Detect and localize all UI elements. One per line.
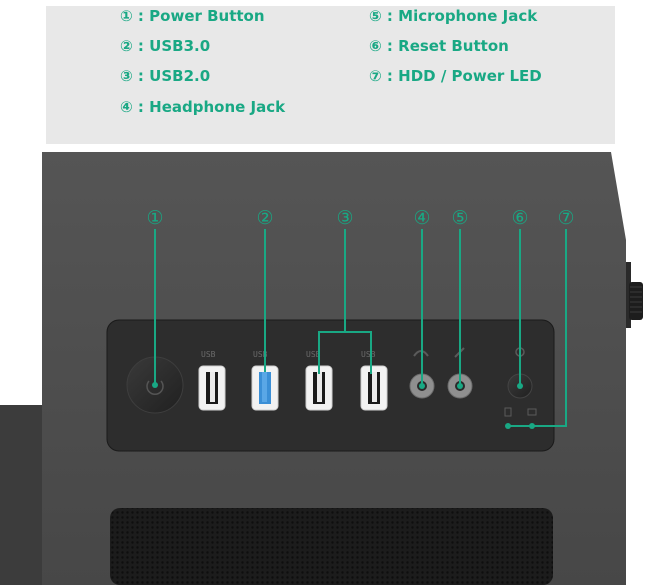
legend-label: USB3.0 bbox=[149, 37, 211, 55]
usb3-port[interactable] bbox=[251, 365, 279, 411]
usb2-port[interactable] bbox=[305, 365, 333, 411]
legend-number: ③ bbox=[120, 67, 133, 85]
legend-label: Reset Button bbox=[398, 37, 509, 55]
mesh-grille bbox=[110, 508, 553, 585]
case-side-shadow bbox=[0, 405, 42, 585]
callout-number: ④ bbox=[413, 207, 430, 229]
legend-label: USB2.0 bbox=[149, 67, 211, 85]
legend-number: ⑥ bbox=[369, 37, 382, 55]
legend-label: HDD / Power LED bbox=[398, 67, 542, 85]
legend-item-hdd-power-led: ⑦ : HDD / Power LED bbox=[369, 67, 542, 85]
legend-label: Power Button bbox=[149, 7, 265, 25]
legend-number: ⑤ bbox=[369, 7, 382, 25]
legend-number: ① bbox=[120, 7, 133, 25]
legend-item-headphone-jack: ④ : Headphone Jack bbox=[120, 98, 286, 116]
power-led-icon bbox=[527, 408, 537, 416]
legend-item-reset-button: ⑥ : Reset Button bbox=[369, 37, 509, 55]
callout-number: ③ bbox=[336, 207, 353, 229]
hdd-led-icon bbox=[504, 407, 512, 417]
callout-number: ⑦ bbox=[557, 207, 574, 229]
port-label-usb: USB bbox=[253, 350, 268, 359]
legend-label: Headphone Jack bbox=[149, 98, 286, 116]
legend-number: ④ bbox=[120, 98, 133, 116]
port-label-usb: USB bbox=[201, 350, 216, 359]
usb-port-1[interactable] bbox=[198, 365, 226, 411]
callout-number: ① bbox=[146, 207, 163, 229]
callout-number: ⑤ bbox=[451, 207, 468, 229]
legend-item-usb2: ③ : USB2.0 bbox=[120, 67, 211, 85]
legend-panel: ① : Power Button ② : USB3.0 ③ : USB2.0 ④… bbox=[46, 6, 615, 144]
legend-item-microphone-jack: ⑤ : Microphone Jack bbox=[369, 7, 538, 25]
usb2-port[interactable] bbox=[360, 365, 388, 411]
legend-number: ② bbox=[120, 37, 133, 55]
callout-lines bbox=[154, 229, 567, 427]
legend-number: ⑦ bbox=[369, 67, 382, 85]
port-label-usb: USB bbox=[361, 350, 376, 359]
port-label-usb: USB bbox=[306, 350, 321, 359]
legend-label: Microphone Jack bbox=[398, 7, 538, 25]
legend-item-usb3: ② : USB3.0 bbox=[120, 37, 211, 55]
callout-number: ② bbox=[256, 207, 273, 229]
callout-dots bbox=[152, 382, 535, 429]
legend-item-power-button: ① : Power Button bbox=[120, 7, 265, 25]
callout-number: ⑥ bbox=[511, 207, 528, 229]
